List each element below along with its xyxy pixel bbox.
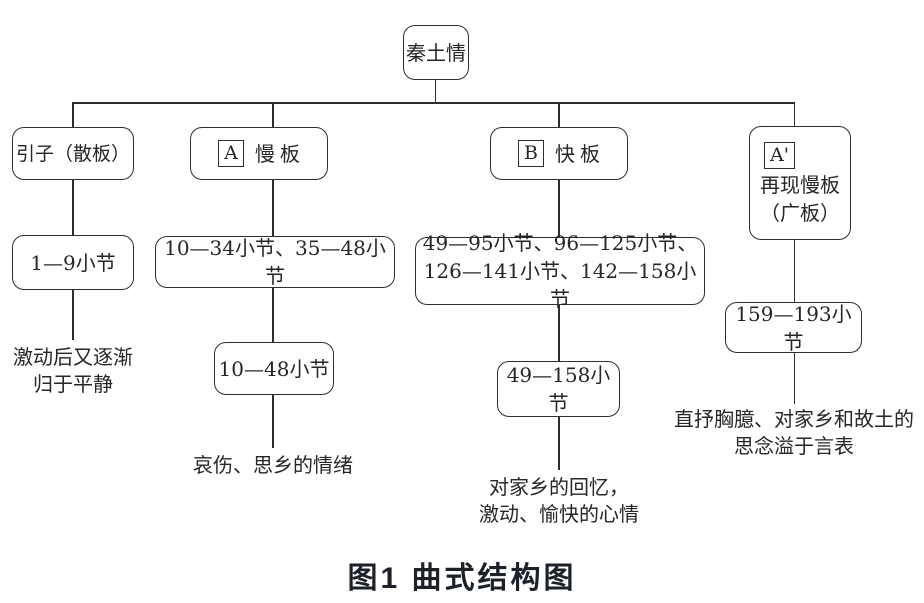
connector-b-2 (558, 305, 560, 361)
section-b-name: 快板 (554, 141, 605, 166)
section-a-bars-detail-label: 10—34小节、35—48小节 (164, 236, 386, 288)
section-aprime-name-line1: 再现慢板 (760, 172, 840, 197)
section-a-note: 哀伤、思乡的情绪 (153, 452, 393, 479)
connector-a-drop (272, 102, 274, 128)
intro-header-label: 引子（散板） (15, 142, 130, 165)
section-b-tag: B (518, 140, 544, 167)
section-a-bars-detail-node: 10—34小节、35—48小节 (155, 236, 395, 288)
section-b-note-line1: 对家乡的回忆， (489, 475, 629, 499)
connector-a-2 (272, 288, 274, 342)
section-b-note: 对家乡的回忆， 激动、愉快的心情 (419, 474, 699, 528)
section-aprime-bars-label: 159—193小节 (735, 301, 852, 354)
section-b-bars-detail-node: 49—95小节、96—125小节、 126—141小节、142—158小节 (415, 231, 705, 311)
connector-aprime-1 (793, 240, 795, 302)
section-a-bars-total-node: 10—48小节 (214, 342, 334, 395)
connector-aprime-drop (793, 102, 795, 127)
root-node-label: 秦土情 (406, 40, 466, 65)
section-a-tag: A (218, 140, 244, 167)
intro-bars-label: 1—9小节 (30, 250, 116, 275)
connector-intro-drop (72, 102, 74, 128)
connector-branch-bar (72, 102, 795, 104)
intro-note-line2: 归于平静 (33, 372, 113, 396)
section-b-bars-total-node: 49—158小节 (497, 361, 620, 417)
connector-intro-1 (72, 180, 74, 235)
section-b-bars-total-label: 49—158小节 (506, 363, 611, 415)
section-aprime-tag: A' (764, 141, 795, 169)
root-node: 秦土情 (403, 25, 469, 80)
connector-b-drop (558, 102, 560, 128)
section-aprime-name-line2: （广板） (760, 200, 840, 225)
intro-bars-node: 1—9小节 (12, 235, 134, 290)
section-b-bars-detail-line2: 126—141小节、142—158小节 (423, 259, 697, 311)
connector-b-3 (558, 417, 560, 470)
connector-a-1 (272, 180, 274, 236)
section-aprime-bars-node: 159—193小节 (725, 301, 862, 354)
connector-b-1 (558, 180, 560, 237)
section-a-name: 慢板 (254, 141, 305, 166)
connector-aprime-2 (793, 353, 795, 404)
section-a-note-line1: 哀伤、思乡的情绪 (193, 453, 353, 477)
figure-caption: 图1 曲式结构图 (347, 562, 577, 595)
intro-note: 激动后又逐渐 归于平静 (0, 344, 146, 398)
section-aprime-tag-row: A' (756, 140, 844, 169)
section-aprime-note-line1: 直抒胸臆、对家乡和故土的 (674, 407, 914, 431)
intro-header-node: 引子（散板） (12, 127, 134, 180)
intro-note-line1: 激动后又逐渐 (13, 345, 133, 369)
connector-root-stub (434, 79, 436, 103)
section-aprime-header-node: A' 再现慢板 （广板） (749, 126, 851, 240)
connector-intro-2 (72, 290, 74, 340)
section-a-header-node: A 慢板 (190, 127, 328, 180)
section-aprime-note-line2: 思念溢于言表 (734, 434, 854, 458)
connector-a-3 (272, 395, 274, 448)
section-aprime-note: 直抒胸臆、对家乡和故土的 思念溢于言表 (659, 406, 924, 460)
section-b-note-line2: 激动、愉快的心情 (479, 502, 639, 526)
section-b-header-node: B 快板 (490, 127, 628, 180)
section-a-bars-total-label: 10—48小节 (218, 356, 330, 381)
section-b-bars-detail-line1: 49—95小节、96—125小节、 (422, 231, 698, 255)
